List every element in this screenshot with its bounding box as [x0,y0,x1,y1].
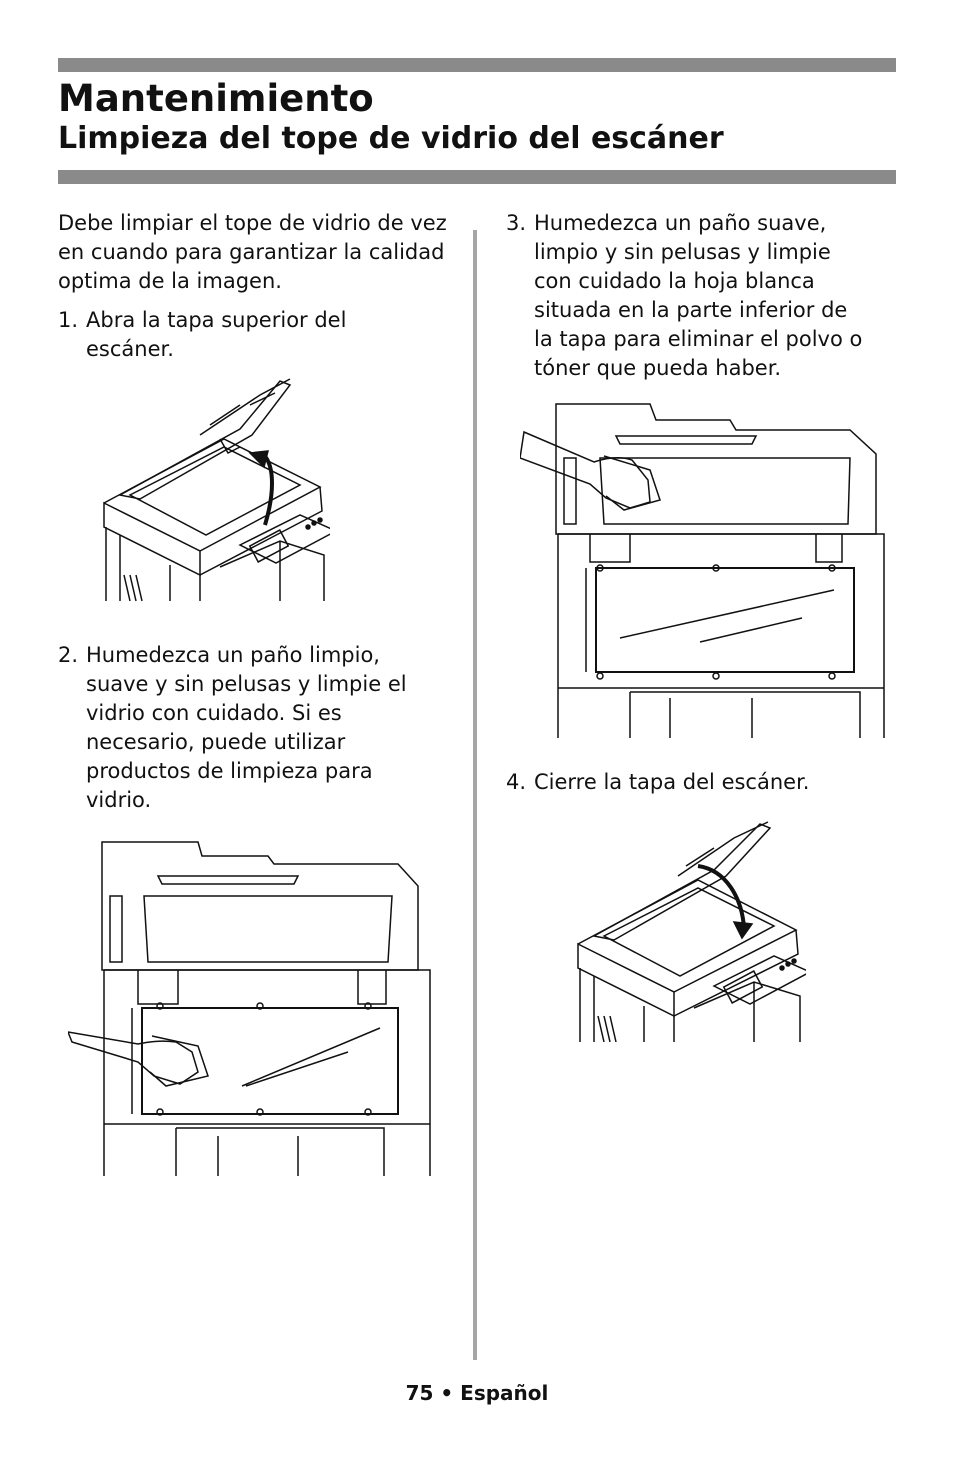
step-line: vidrio con cuidado. Si es [86,701,342,725]
section-title: Limpieza del tope de vidrio del escáner [58,121,724,156]
step-number: 4. [506,770,527,794]
page-footer: 75 • Español [0,1381,954,1405]
step-line: limpio y sin pelusas y limpie [534,240,831,264]
step-line: productos de limpieza para [86,759,373,783]
step-1: 1. Abra la tapa superior del escáner. [58,306,458,364]
step-line: Humedezca un paño limpio, [86,643,380,667]
step-line: situada en la parte inferior de [534,298,848,322]
header-top-rule [58,58,896,72]
footer-separator: • [440,1381,454,1405]
step-3: 3. Humedezca un paño suave, limpio y sin… [506,209,906,383]
column-divider [473,230,477,1360]
footer-language: Español [460,1381,549,1405]
wipe-glass-illustration [68,841,431,1176]
step-2: 2. Humedezca un paño limpio, suave y sin… [58,641,458,815]
intro-paragraph: Debe limpiar el tope de vidrio de vez en… [58,211,447,293]
step-line: Abra la tapa superior del [86,308,347,332]
step-line: Cierre la tapa del escáner. [534,770,810,794]
scanner-lid-open-illustration [103,378,330,602]
step-line: la tapa para eliminar el polvo o [534,327,863,351]
step-number: 1. [58,308,79,332]
step-line: suave y sin pelusas y limpie el [86,672,407,696]
step-line: Humedezca un paño suave, [534,211,827,235]
step-line: con cuidado la hoja blanca [534,269,815,293]
wipe-lid-sheet-illustration [520,403,885,738]
step-line: tóner que pueda haber. [534,356,782,380]
step-line: necesario, puede utilizar [86,730,346,754]
header-bottom-rule [58,170,896,184]
step-line: vidrio. [86,788,152,812]
step-4: 4. Cierre la tapa del escáner. [506,768,906,797]
step-number: 2. [58,643,79,667]
page-number: 75 [405,1381,434,1405]
step-line: escáner. [86,337,174,361]
step-number: 3. [506,211,527,235]
scanner-lid-close-illustration [577,821,806,1043]
page-title: Mantenimiento [58,77,374,120]
